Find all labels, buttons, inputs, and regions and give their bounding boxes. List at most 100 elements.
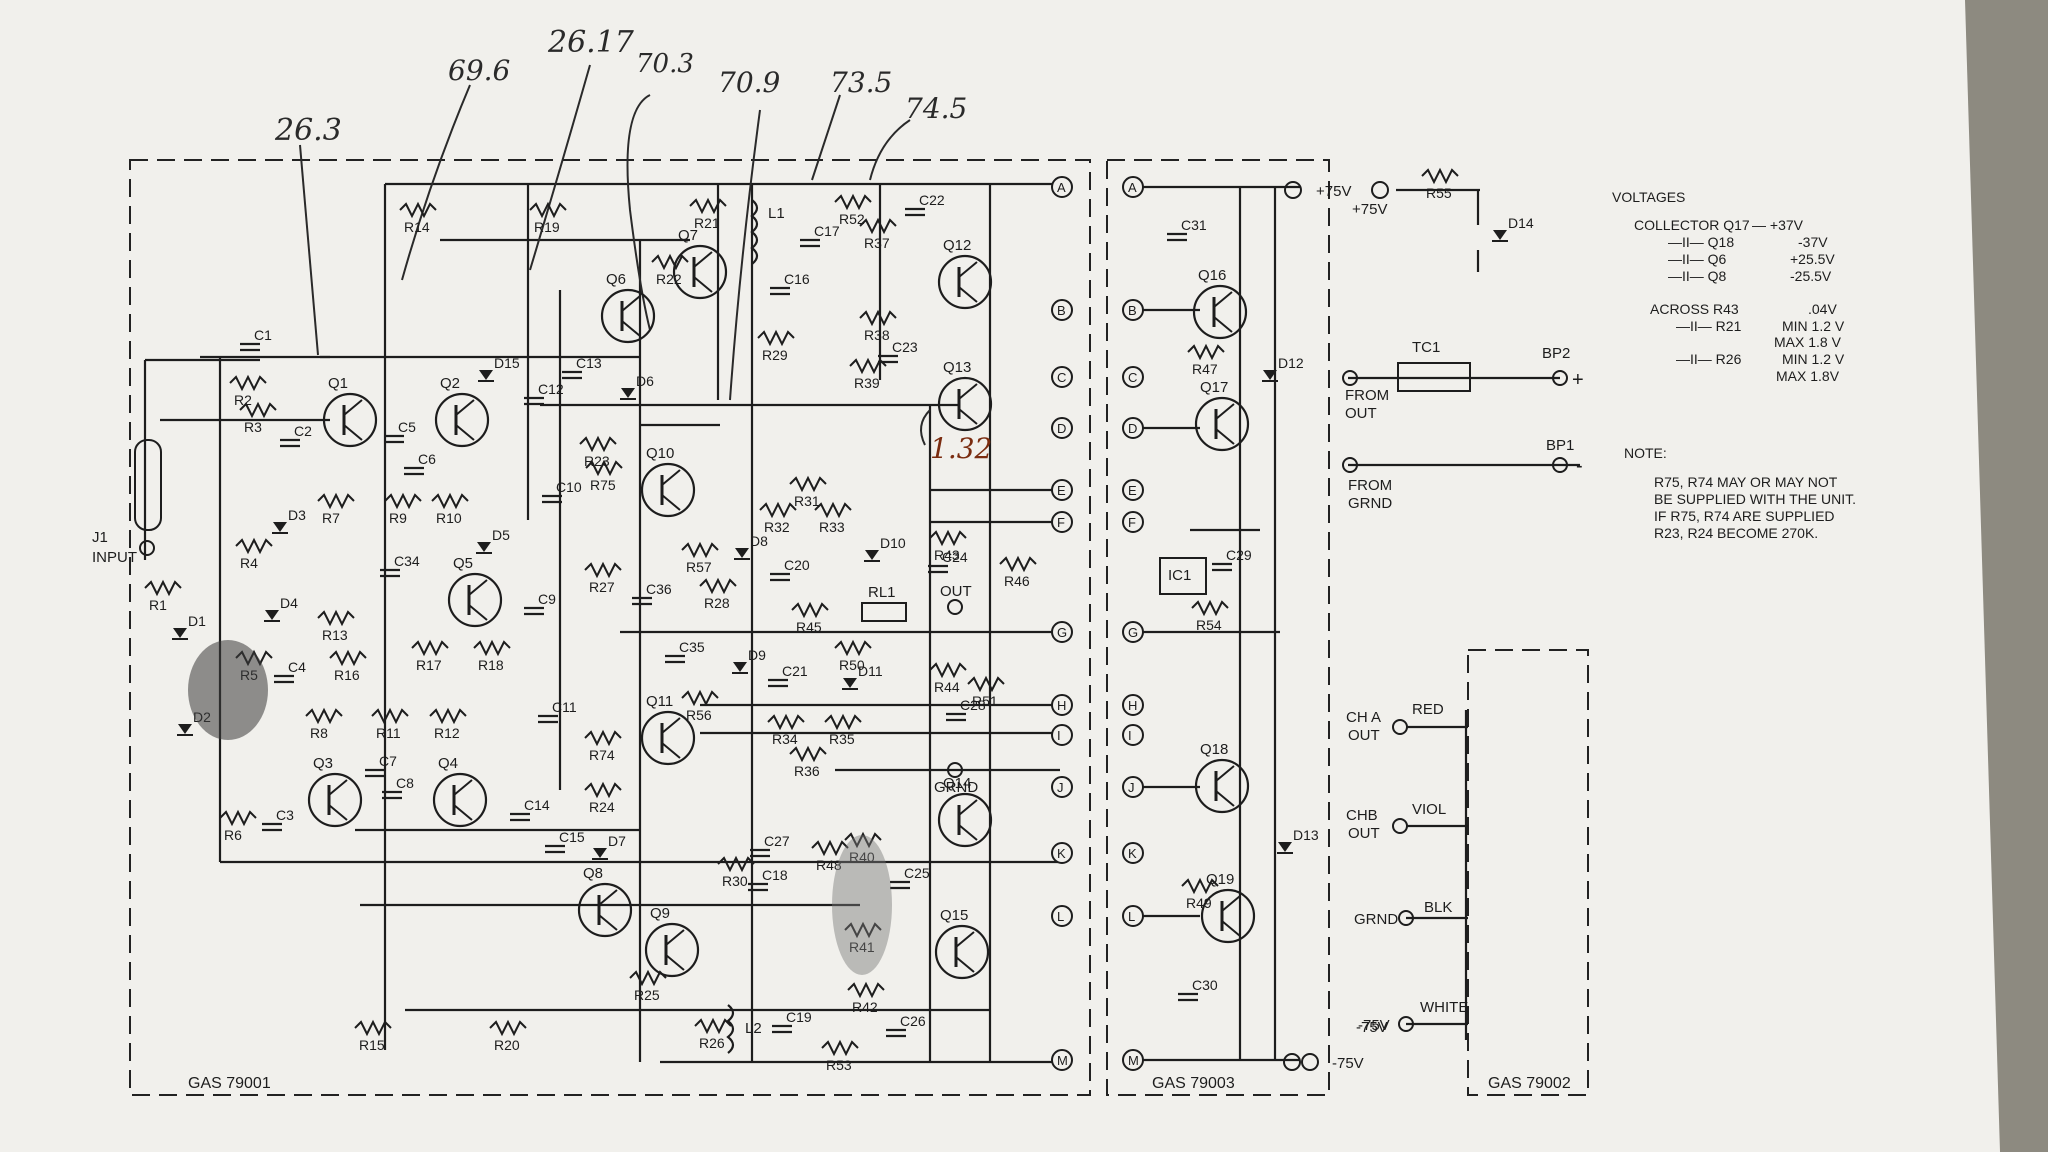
connector-f-left: F (1051, 511, 1073, 533)
volt-row-3-label: —II— Q6 (1668, 251, 1727, 267)
resistor-r7: R7 (317, 492, 355, 526)
label-j1: J1 (92, 529, 108, 546)
resistor-r31: R31 (789, 475, 827, 509)
connector-letter-l: L (1057, 909, 1064, 924)
resistor-r55: R55 (1421, 167, 1459, 201)
transistor-q13: Q13 (937, 359, 993, 432)
resistor-r43: R43 (929, 529, 967, 563)
diode-d1: D1 (172, 613, 206, 640)
resistor-label-r45: R45 (796, 619, 822, 635)
diode-d8: D8 (734, 533, 768, 560)
capacitor-c24: C24 (928, 549, 968, 574)
resistor-label-r37: R37 (864, 235, 890, 251)
note-69-6: 69.6 (448, 54, 510, 87)
volt-row-2-label: —II— Q18 (1668, 234, 1734, 250)
transistor-q15: Q15 (934, 907, 990, 980)
resistor-label-r20: R20 (494, 1037, 520, 1053)
connector-letter-e: E (1128, 483, 1137, 498)
resistor-r50: R50 (834, 639, 872, 673)
diode-d5: D5 (476, 527, 510, 554)
from-out-2: OUT (1345, 405, 1377, 422)
resistor-label-r43: R43 (934, 547, 960, 563)
resistor-label-r15: R15 (359, 1037, 385, 1053)
note-73-5: 73.5 (830, 66, 892, 99)
resistor-group: R1R2R3R4R5R6R7R8R9R10R11R12R13R14R15R16R… (144, 167, 1459, 1073)
transistor-label-q11: Q11 (646, 693, 673, 710)
capacitor-c27: C27 (750, 833, 790, 858)
note-26-17: 26.17 (547, 25, 635, 60)
note-line-2: BE SUPPLIED WITH THE UNIT. (1654, 491, 1856, 507)
diode-d9: D9 (732, 647, 766, 674)
capacitor-label-c36: C36 (646, 581, 672, 597)
label-tc1: TC1 (1412, 339, 1440, 356)
ink-smudges (188, 640, 892, 975)
resistor-r51: R51 (967, 675, 1005, 709)
connector-letter-k: K (1057, 846, 1066, 861)
resistor-label-r9: R9 (389, 510, 407, 526)
connector-a-right: A (1122, 176, 1144, 198)
resistor-r9: R9 (384, 492, 422, 526)
connector-letter-a: A (1128, 180, 1137, 195)
capacitor-label-c4: C4 (288, 659, 306, 675)
resistor-r19: R19 (529, 201, 567, 235)
resistor-label-r24: R24 (589, 799, 615, 815)
label-bp1: BP1 (1546, 437, 1574, 454)
capacitor-c22: C22 (905, 192, 945, 217)
capacitor-c4: C4 (274, 659, 306, 684)
note-line-3: IF R75, R74 ARE SUPPLIED (1654, 508, 1835, 524)
minus75-label: -75V (1358, 1017, 1390, 1034)
transistor-label-q3: Q3 (313, 755, 333, 772)
volt-row-1-value: — +37V (1752, 217, 1804, 233)
capacitor-c28: C28 (946, 697, 986, 722)
resistor-label-r34: R34 (772, 731, 798, 747)
resistor-r18: R18 (473, 639, 511, 673)
across-row-1-value: .04V (1808, 301, 1837, 317)
note-26-3: 26.3 (274, 113, 342, 148)
transistor-label-q12: Q12 (943, 237, 971, 254)
capacitor-label-c28: C28 (960, 697, 986, 713)
connector-b-right: B (1122, 299, 1144, 321)
diode-label-d5: D5 (492, 527, 510, 543)
capacitor-c6: C6 (404, 451, 436, 476)
capacitor-c8: C8 (382, 775, 414, 800)
capacitor-c36: C36 (632, 581, 672, 606)
resistor-r24: R24 (584, 781, 622, 815)
resistor-r33: R33 (814, 501, 852, 535)
capacitor-c5: C5 (384, 419, 416, 444)
diode-d10: D10 (864, 535, 906, 562)
resistor-label-r8: R8 (310, 725, 328, 741)
resistor-label-r12: R12 (434, 725, 460, 741)
diode-label-d9: D9 (748, 647, 766, 663)
capacitor-label-c23: C23 (892, 339, 918, 355)
connector-e-right: E (1122, 479, 1144, 501)
label-plus75-a: +75V (1316, 183, 1351, 200)
resistor-label-r36: R36 (794, 763, 820, 779)
diode-label-d12: D12 (1278, 355, 1304, 371)
resistor-label-r57: R57 (686, 559, 712, 575)
board-label-79003: GAS 79003 (1152, 1075, 1235, 1092)
capacitor-c9: C9 (524, 591, 556, 616)
transistor-q11: Q11 (640, 693, 696, 766)
capacitor-c11: C11 (538, 699, 577, 724)
note-70-3: 70.3 (636, 49, 694, 79)
resistor-label-r3: R3 (244, 419, 262, 435)
resistor-r37: R37 (859, 217, 897, 251)
resistor-label-r47: R47 (1192, 361, 1218, 377)
capacitor-label-c16: C16 (784, 271, 810, 287)
capacitor-c16: C16 (770, 271, 810, 296)
resistor-label-r40: R40 (849, 849, 875, 865)
across-row-5-value: MAX 1.8V (1776, 368, 1840, 384)
across-row-2-value: MIN 1.2 V (1782, 318, 1845, 334)
volt-row-3-value: +25.5V (1790, 251, 1835, 267)
label-minus75-a: -75V (1332, 1055, 1364, 1072)
resistor-label-r39: R39 (854, 375, 880, 391)
connector-f-right: F (1122, 511, 1144, 533)
capacitor-c2: C2 (280, 423, 312, 448)
resistor-label-r54: R54 (1196, 617, 1222, 633)
capacitor-c26: C26 (886, 1013, 926, 1038)
volt-row-4-label: —II— Q8 (1668, 268, 1727, 284)
connector-letter-g: G (1128, 625, 1138, 640)
board-label-79001: GAS 79001 (188, 1075, 271, 1092)
resistor-r34: R34 (767, 713, 805, 747)
transistor-q5: Q5 (447, 555, 503, 628)
